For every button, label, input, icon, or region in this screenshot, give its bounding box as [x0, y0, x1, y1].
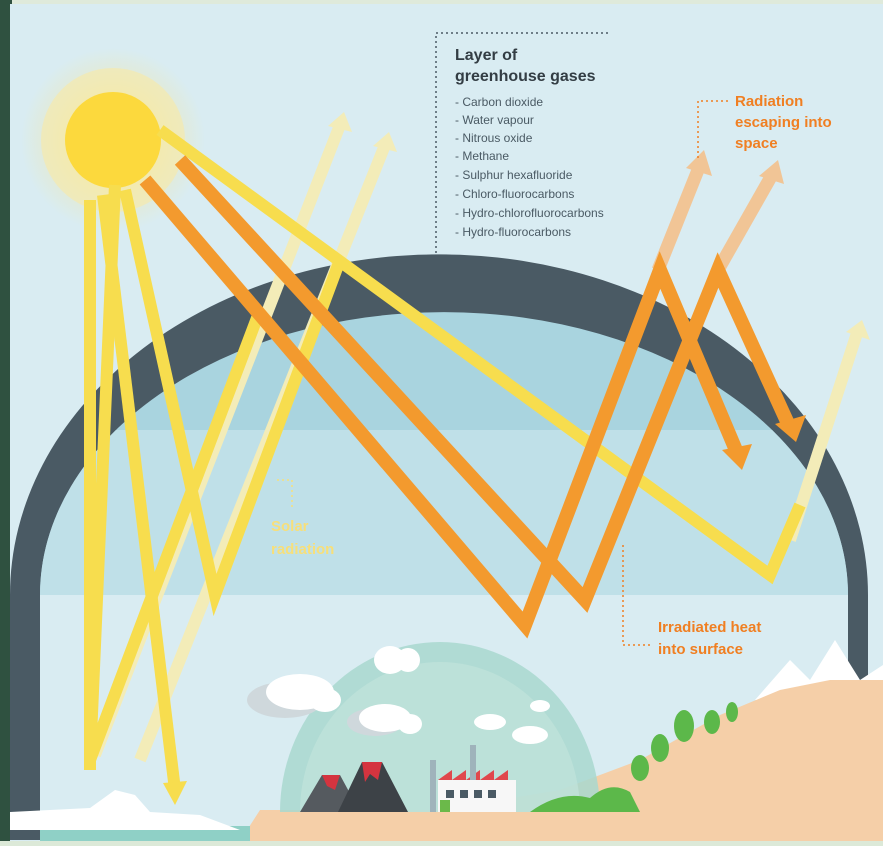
heat-rays: [139, 155, 806, 639]
svg-text:Solar: Solar: [271, 518, 309, 535]
svg-text:space: space: [735, 135, 778, 152]
svg-text:Irradiated heat: Irradiated heat: [658, 619, 761, 636]
gas-item: - Carbon dioxide: [455, 95, 543, 109]
ghg-gas-list: - Carbon dioxide - Water vapour - Nitrou…: [455, 95, 604, 239]
gas-item: - Hydro-chlorofluorocarbons: [455, 206, 604, 220]
solar-connector: [277, 479, 293, 510]
iceberg-icon: [10, 790, 240, 830]
escaping-connector: [697, 100, 728, 160]
gas-item: - Water vapour: [455, 113, 534, 127]
irradiated-connector: [622, 545, 650, 646]
ghg-bracket: [435, 32, 608, 260]
solar-rays: [84, 125, 806, 805]
ghg-title-line2: greenhouse gases: [455, 68, 596, 85]
cloud-icon: [247, 646, 550, 744]
sun-icon: [21, 48, 205, 232]
irradiated-label: Irradiated heat into surface: [658, 619, 761, 658]
gas-item: - Nitrous oxide: [455, 131, 533, 145]
tree-icon: [631, 702, 738, 781]
svg-text:escaping into: escaping into: [735, 114, 832, 131]
escaping-label: Radiation escaping into space: [735, 93, 832, 152]
svg-text:into surface: into surface: [658, 641, 743, 658]
ghg-title-line1: Layer of: [455, 47, 518, 64]
svg-text:radiation: radiation: [271, 541, 334, 558]
landscape: [10, 640, 883, 841]
factory-icon: [430, 745, 516, 812]
gas-item: - Hydro-fluorocarbons: [455, 225, 571, 239]
gas-item: - Sulphur hexafluoride: [455, 168, 573, 182]
escaping-heat-rays: [651, 150, 784, 274]
solar-label: Solar radiation: [271, 518, 334, 558]
volcano-icon: [300, 762, 408, 812]
gas-item: - Methane: [455, 149, 509, 163]
gas-item: - Chloro-fluorocarbons: [455, 187, 574, 201]
svg-text:Radiation: Radiation: [735, 93, 803, 110]
